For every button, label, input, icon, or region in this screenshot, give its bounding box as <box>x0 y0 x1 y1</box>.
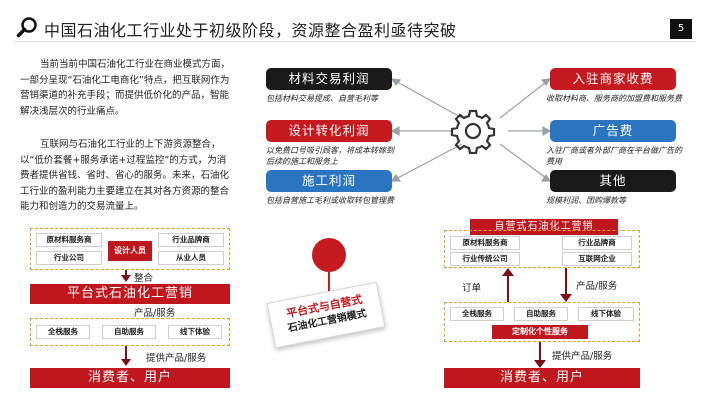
intro-paragraph-1: 当前当前中国石油化工行业在商业模式方面，一部分呈现“石油化工电商化”特点，把互联… <box>20 57 230 119</box>
left-label-products: 产品/服务 <box>134 308 176 319</box>
header-divider <box>14 41 696 42</box>
right-box-internet: 互联网企业 <box>562 252 632 266</box>
left-arrow-1-line <box>125 270 127 276</box>
right-provide-arrow <box>534 342 546 368</box>
left-box-industry-company: 行业公司 <box>36 251 102 265</box>
right-resource-group <box>444 230 640 268</box>
right-box-traditional: 行业传统公司 <box>450 252 520 266</box>
right-service-offline: 线下体验 <box>578 307 634 321</box>
left-label-integrate: 整合 <box>134 273 154 284</box>
left-box-practitioners: 从业人员 <box>158 251 224 265</box>
left-consumer-bar: 消费者、用户 <box>30 368 230 388</box>
right-label-products: 产品/服务 <box>576 281 618 292</box>
left-service-self: 自助服务 <box>102 325 156 339</box>
right-consumer-bar: 消费者、用户 <box>444 368 640 388</box>
left-box-brand: 行业品牌商 <box>158 233 224 247</box>
right-order-arrow <box>502 268 514 302</box>
left-arrow-2-line <box>125 346 127 360</box>
intro-paragraph-2: 互联网与石油化工行业的上下游资源整合，以“低价套餐+服务承诺+过程监控”的方式，… <box>20 137 230 215</box>
left-label-provide: 提供产品/服务 <box>146 353 207 364</box>
search-icon <box>16 16 38 38</box>
left-resource-group <box>30 228 230 270</box>
left-arrow-1-head <box>121 275 131 282</box>
pill-other: 其他 <box>550 170 676 192</box>
left-service-offline: 线下体验 <box>168 325 222 339</box>
right-box-raw-material: 原材料服务商 <box>450 236 520 250</box>
right-services-group <box>444 302 640 342</box>
page-title: 中国石油化工行业处于初级阶段，资源整合盈利亟待突破 <box>44 21 457 40</box>
caption-other: 规模利润、团购爆款等 <box>546 196 626 205</box>
right-custom-bar: 定制化个性服务 <box>492 325 588 339</box>
red-dot <box>312 238 346 272</box>
right-header-bar: 自营式石油化工营销 <box>470 219 618 235</box>
right-label-provide: 提供产品/服务 <box>552 351 613 362</box>
caption-merchant-fee: 收取材料商、服务商的加盟费和服务费 <box>546 94 682 103</box>
left-box-raw-material: 原材料服务商 <box>36 233 102 247</box>
caption-design-profit: 以免费口号吸引顾客，将成本转嫁到后续的施工和服务上 <box>266 146 394 166</box>
left-box-designers: 设计人员 <box>108 241 152 261</box>
right-service-self: 自助服务 <box>514 307 568 321</box>
right-products-arrow <box>560 268 572 302</box>
right-box-brand: 行业品牌商 <box>562 236 632 250</box>
gear-icon <box>450 108 496 155</box>
caption-material-profit: 包括材料交易提成、自营毛利等 <box>266 94 378 103</box>
page-number-badge: 5 <box>670 19 692 39</box>
left-platform-bar: 平台式石油化工营销 <box>30 284 230 304</box>
right-label-order: 订单 <box>462 283 482 294</box>
pill-merchant-fee: 入驻商家收费 <box>550 68 676 90</box>
right-service-fullstack: 全栈服务 <box>450 307 504 321</box>
caption-ad-fee: 入驻厂商或者外部厂商在平台做广告的费用 <box>546 146 682 166</box>
pill-ad-fee: 广告费 <box>550 120 676 142</box>
pill-design-profit: 设计转化利润 <box>266 120 392 142</box>
left-services-group <box>30 318 230 346</box>
intro-paragraph-2-text: 互联网与石油化工行业的上下游资源整合，以“低价套餐+服务承诺+过程监控”的方式，… <box>20 139 230 212</box>
caption-construction-profit: 包括自营施工毛利或收取转包管理费 <box>266 196 394 205</box>
left-arrow-2-head <box>121 359 131 366</box>
pill-construction-profit: 施工利润 <box>266 170 392 192</box>
pill-material-profit: 材料交易利润 <box>266 68 392 90</box>
intro-paragraph-1-text: 当前当前中国石油化工行业在商业模式方面，一部分呈现“石油化工电商化”特点，把互联… <box>20 59 231 117</box>
left-service-fullstack: 全栈服务 <box>36 325 90 339</box>
